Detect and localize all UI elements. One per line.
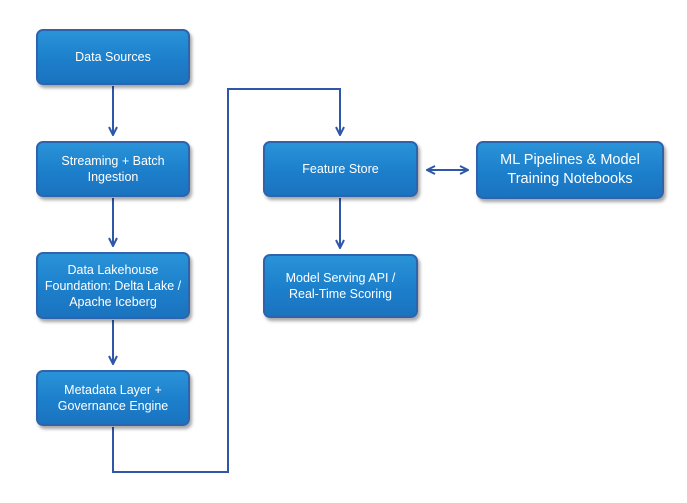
- node-label: Streaming + Batch Ingestion: [61, 154, 165, 184]
- node-ingestion: Streaming + Batch Ingestion: [36, 141, 190, 197]
- node-model-serving: Model Serving API / Real-Time Scoring: [263, 254, 418, 318]
- node-label: Metadata Layer + Governance Engine: [57, 383, 169, 413]
- node-label: Feature Store: [302, 162, 379, 176]
- arrow-metadata-to-feature-store: [112, 88, 340, 473]
- node-ml-pipelines: ML Pipelines & Model Training Notebooks: [476, 141, 664, 199]
- node-metadata-governance: Metadata Layer + Governance Engine: [36, 370, 190, 426]
- node-label: Data Lakehouse Foundation: Delta Lake / …: [44, 262, 182, 309]
- node-label: ML Pipelines & Model Training Notebooks: [500, 152, 640, 187]
- node-data-lakehouse: Data Lakehouse Foundation: Delta Lake / …: [36, 252, 190, 319]
- node-label: Data Sources: [75, 50, 151, 64]
- node-label: Model Serving API / Real-Time Scoring: [285, 271, 396, 301]
- node-data-sources: Data Sources: [36, 29, 190, 85]
- node-feature-store: Feature Store: [263, 141, 418, 197]
